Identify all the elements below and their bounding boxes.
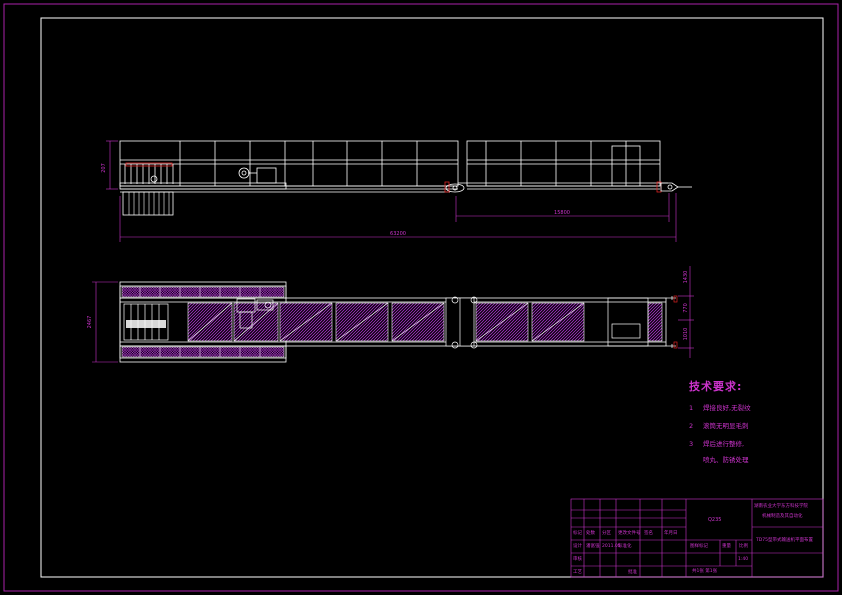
plan-dimensions	[92, 266, 694, 363]
inner-frame	[40, 17, 824, 578]
tb-row1-b: 处数	[586, 531, 595, 536]
side-roller-strips	[121, 286, 285, 358]
elevation-view	[119, 140, 692, 216]
tb-row1-f: 年月日	[664, 531, 678, 536]
tb-scale-hdr: 图样标记	[690, 544, 708, 549]
middle-joint-plan	[445, 296, 478, 349]
tb-row2-c: 2011.05	[602, 544, 621, 549]
tb-row2-a: 设计	[573, 544, 582, 549]
dim-right-upper: 1430	[683, 271, 689, 284]
tb-row1-a: 标记	[573, 531, 582, 536]
tb-row2-d: 标准化	[618, 544, 632, 549]
elevation-dimensions	[106, 140, 677, 242]
tb-sheet: 共1张 第1张	[692, 569, 718, 574]
dim-right-mid: 770	[683, 303, 689, 313]
dim-right-lower: 1010	[683, 328, 689, 341]
tb-row3-a: 审核	[573, 557, 582, 562]
tb-row1-e: 签名	[644, 531, 653, 536]
hopper-posts	[124, 164, 174, 184]
right-truss-verticals	[485, 141, 627, 186]
middle-joint	[445, 183, 465, 193]
dim-overall-length: 63200	[390, 231, 406, 237]
tb-row4-a: 工艺	[573, 570, 582, 575]
loading-chute	[122, 191, 174, 216]
tb-row4-d: 批准	[628, 570, 637, 575]
dim-left-width: 2467	[87, 316, 93, 329]
belt	[119, 297, 667, 347]
drive-unit-plan	[236, 298, 274, 329]
dim-top-height: 207	[101, 163, 107, 173]
tb-school2: 机械制造及其自动化	[762, 514, 803, 519]
tb-drawing-title: TD75型带式输送机平面布置	[756, 538, 813, 543]
tech-item-3-continuation: 喷丸、防锈处理	[703, 456, 749, 464]
drive-wheel	[238, 167, 250, 179]
tb-row1-c: 分区	[602, 531, 611, 536]
outer-border	[3, 3, 839, 592]
belt-hatch-segments	[187, 302, 663, 342]
feeder-rollers	[123, 303, 169, 341]
tb-material: Q235	[708, 517, 722, 523]
dim-right-span: 15800	[554, 210, 570, 216]
tb-row1-d: 更改文件号	[618, 531, 641, 536]
tech-heading: 技术要求:	[689, 380, 743, 393]
left-truss-verticals	[179, 141, 418, 186]
tb-row2-b: 潘富强	[586, 544, 600, 549]
title-block-grid	[570, 498, 824, 578]
tb-ratio-val: 1:40	[738, 557, 749, 562]
tb-weight-hdr: 重量	[722, 544, 731, 549]
tb-ratio-hdr: 比例	[739, 544, 748, 549]
tb-school: 湖南农业大学东方科技学院	[754, 504, 808, 509]
